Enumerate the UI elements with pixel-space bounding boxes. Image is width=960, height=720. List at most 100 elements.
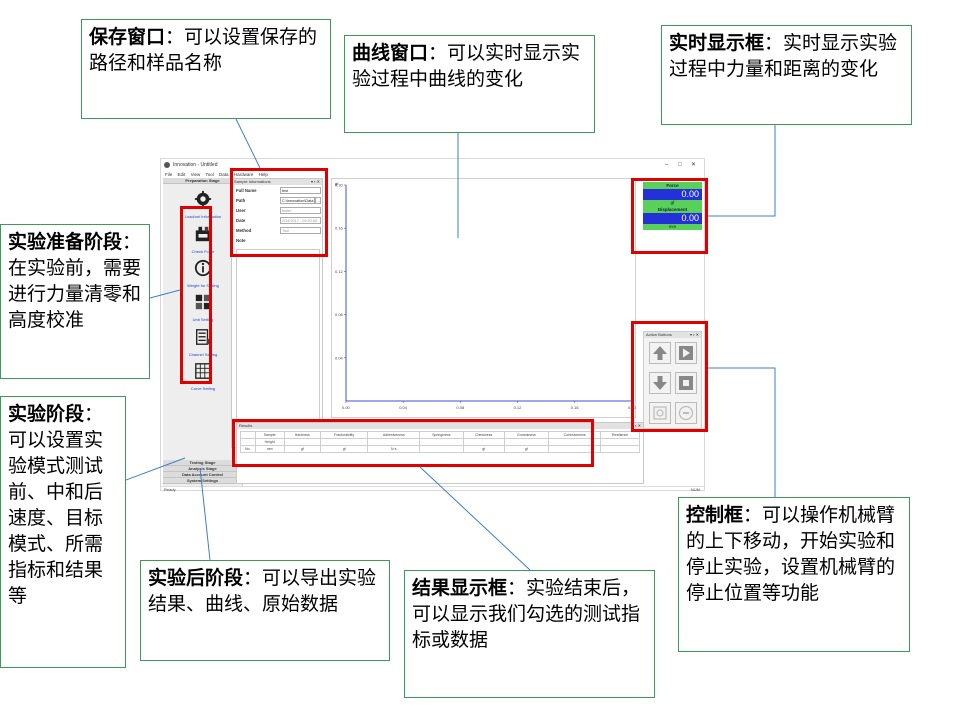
callout-title: 实验阶段 (8, 403, 85, 425)
field-date: Date 2/14/2017 - 09:40:55 (235, 217, 321, 226)
displacement-unit: mm (643, 224, 702, 230)
path-input[interactable]: C:\Innovation\Data (280, 197, 315, 204)
callout-prep-stage: 实验准备阶段：在实验前，需要进行力量清零和高度校准 (0, 224, 150, 379)
highlight-realtime (631, 178, 708, 254)
move-up-button[interactable] (649, 342, 671, 364)
callout-control-box: 控制框：可以操作机械臂的上下移动，开始实验和停止实验，设置机械臂的停止位置等功能 (678, 497, 910, 652)
results-panel: Results ▾ ▪ ✕ Sample Hardness Fracturabi… (236, 422, 644, 484)
field-path: Path C:\Innovation\Data … (235, 197, 321, 206)
minimize-button[interactable]: – (665, 162, 669, 168)
tool-check-force[interactable]: Check Force (173, 225, 233, 254)
field-note: Note (235, 237, 321, 246)
tool-label: Weight for Setting (187, 283, 219, 288)
force-unit: gf (643, 200, 702, 206)
tool-load-information[interactable]: Load/unl Information (173, 190, 233, 219)
maximize-button[interactable]: □ (678, 162, 682, 168)
table-cell (600, 438, 640, 446)
callout-title: 结果显示框 (412, 577, 508, 599)
method-input[interactable]: Tool (280, 227, 321, 234)
close-button[interactable]: ✕ (691, 162, 697, 168)
callout-desc: ：可以实时显示实验过程中曲线的变化 (352, 42, 581, 90)
tool-channel-setting[interactable]: Channel Setting (173, 328, 233, 357)
panel-pin-icon[interactable]: ▾ ▪ ✕ (311, 179, 320, 184)
stop-button[interactable] (675, 372, 697, 394)
panel-pin-icon[interactable]: ▾ ▪ ✕ (632, 423, 641, 428)
action-panel-caption: Action Buttons ▾ ▪ ✕ (644, 332, 701, 338)
arrow-down-icon (653, 376, 667, 390)
title-bar: Innovation - Untitled – □ ✕ (161, 159, 704, 171)
force-label: Force (643, 182, 702, 189)
status-num: NUM (690, 487, 700, 492)
status-ready: Ready (164, 487, 176, 492)
callout-test-stage: 实验阶段：可以设置实验模式测试前、中和后速度、目标模式、所需指标和结果等 (0, 396, 126, 668)
menu-hardware[interactable]: Hardware (233, 172, 254, 177)
date-input[interactable]: 2/14/2017 - 09:40:55 (280, 217, 321, 224)
callout-desc: ：可以设置保存的路径和样品名称 (89, 26, 318, 74)
move-down-button[interactable] (649, 372, 671, 394)
callout-title: 实验后阶段 (148, 567, 244, 589)
preparation-stage-header[interactable]: Preparation Stage (163, 178, 242, 184)
table-cell: gf (283, 445, 321, 453)
app-logo-icon (164, 162, 170, 168)
gear-icon (194, 190, 212, 208)
displacement-value: 0.00 (643, 213, 702, 224)
status-bar: Ready NUM (161, 486, 704, 492)
field-label: Method (236, 228, 252, 233)
callout-desc: ：可以设置实验模式测试前、中和后速度、目标模式、所需指标和结果等 (8, 403, 104, 607)
sample-panel-caption: Sample Informations ▾ ▪ ✕ (232, 179, 322, 185)
x-tick-label: 0.12 (514, 405, 523, 410)
field-method: Method Tool (235, 227, 321, 236)
results-title: Results (239, 423, 253, 428)
callout-title: 控制框 (686, 504, 744, 526)
tool-unit-setting[interactable]: Unit Setting (173, 293, 233, 322)
realtime-connector (708, 125, 776, 217)
table-cell: gf (503, 445, 550, 453)
menu-tool[interactable]: Tool (205, 172, 214, 177)
tool-label: Channel Setting (188, 352, 218, 357)
realtime-display: Force 0.00 gf Displacement 0.00 mm (643, 182, 702, 246)
full-name-input[interactable]: test (280, 187, 321, 194)
callout-desc: ：实验结束后，可以显示我们勾选的测试指标或数据 (412, 577, 641, 651)
y-tick-label: 0.16 (335, 226, 344, 231)
menu-file[interactable]: File (165, 172, 173, 177)
sample-panel-title: Sample Informations (234, 179, 271, 184)
highlight-save-window (230, 168, 328, 257)
field-label: Date (236, 218, 246, 223)
browse-button[interactable]: … (315, 197, 321, 204)
field-user: User tester (235, 207, 321, 216)
field-label: Full Name (236, 188, 257, 193)
stage-panel: Preparation Stage Load/unl Information C… (163, 178, 243, 486)
user-input[interactable]: tester (280, 207, 321, 214)
start-button[interactable] (675, 342, 697, 364)
menu-edit[interactable]: Edit (177, 172, 186, 177)
sample-info-panel: Sample Informations ▾ ▪ ✕ Full Name test… (231, 178, 323, 448)
menu-data[interactable]: Data (219, 172, 229, 177)
field-label: Note (236, 238, 246, 243)
table-cell (548, 445, 602, 453)
callout-save-window: 保存窗口：可以设置保存的路径和样品名称 (81, 19, 331, 119)
callout-post-stage: 实验后阶段：可以导出实验结果、曲线、原始数据 (140, 560, 390, 661)
set-position-button[interactable] (649, 402, 671, 424)
zero-button[interactable] (675, 402, 697, 424)
x-tick-label: 0.08 (456, 405, 465, 410)
system-settings-header[interactable]: System Settings (163, 478, 242, 484)
tool-label: Load/unl Information (184, 214, 222, 219)
y-axis-label: gf (335, 181, 339, 186)
field-full-name: Full Name test (235, 187, 321, 196)
control-connector (708, 367, 776, 497)
callout-title: 保存窗口 (89, 26, 166, 48)
x-tick-label: 0.04 (399, 405, 408, 410)
highlight-prep-stage (180, 206, 212, 384)
y-tick-label: 0.08 (335, 312, 344, 317)
menu-view[interactable]: View (190, 172, 201, 177)
x-tick-label: 0.16 (571, 405, 580, 410)
table-row: Sample Hardness Fracturability Adhesiven… (240, 431, 640, 439)
menu-help[interactable]: Help (258, 172, 268, 177)
note-textarea[interactable] (236, 249, 320, 439)
panel-pin-icon[interactable]: ▾ ▪ ✕ (690, 332, 699, 337)
callout-curve-window: 曲线窗口：可以实时显示实验过程中曲线的变化 (344, 35, 595, 133)
testing-stage-header[interactable]: Testing Stage (163, 460, 242, 466)
force-value: 0.00 (643, 189, 702, 200)
x-tick-label: 0.00 (342, 405, 351, 410)
